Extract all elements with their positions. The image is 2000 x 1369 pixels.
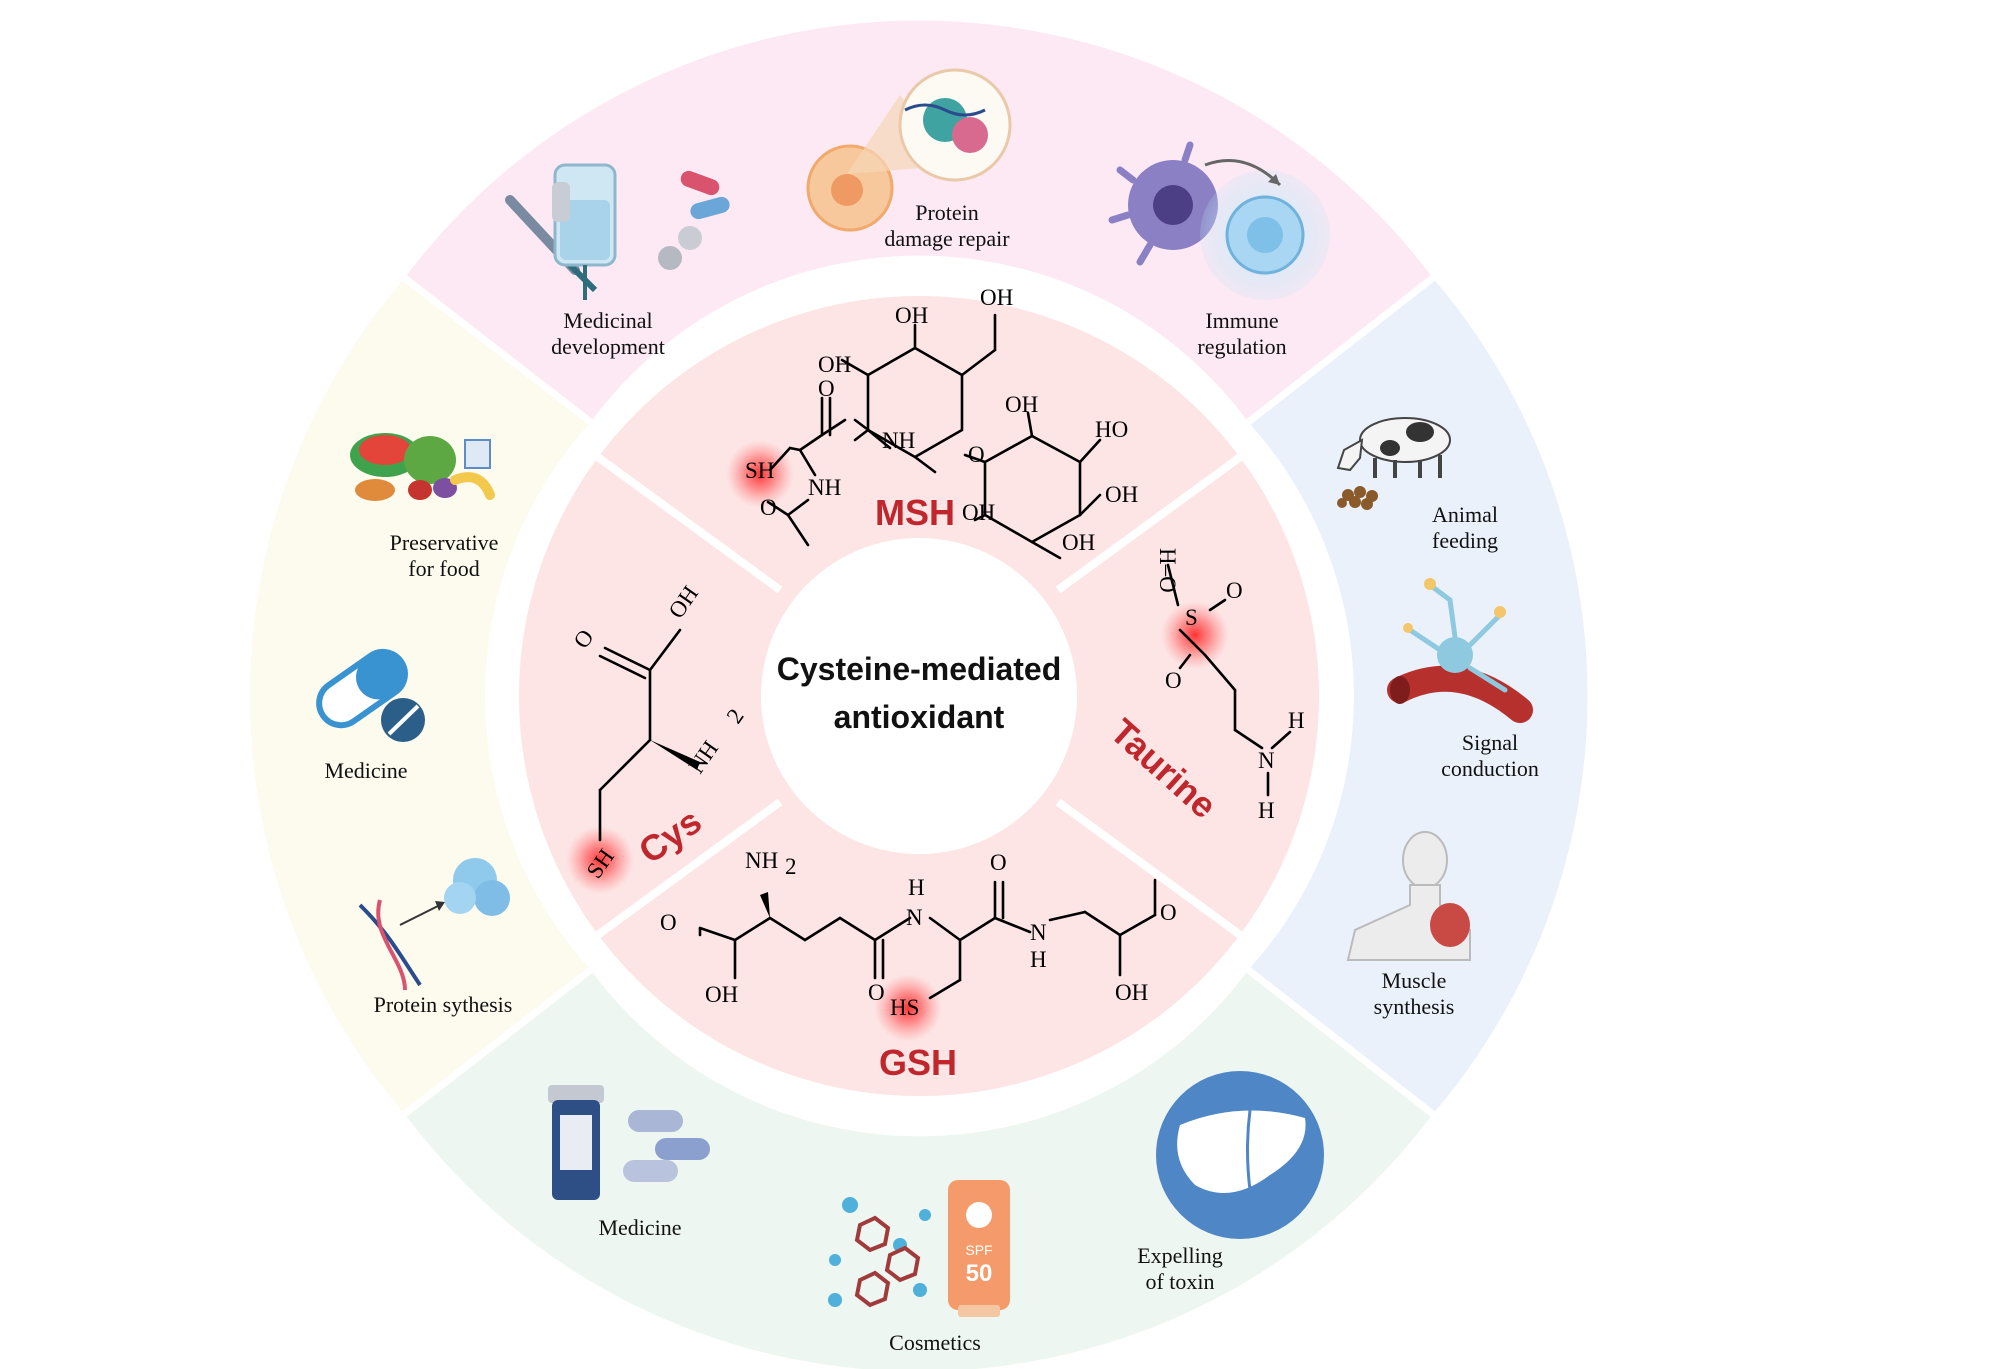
label-protein-damage-repair-1: Protein (915, 200, 979, 225)
msh-oh-4: OH (1005, 392, 1038, 417)
msh-ho: HO (1095, 417, 1128, 442)
taurine-h2: H (1258, 798, 1275, 823)
center-title-line1: Cysteine-mediated (777, 651, 1062, 687)
label-medicine-bottom: Medicine (598, 1215, 681, 1240)
dna-to-protein-icon (358, 858, 510, 991)
center-circle (761, 538, 1077, 854)
label-signal-conduction-2: conduction (1441, 756, 1539, 781)
msh-oh-3: OH (818, 352, 851, 377)
label-protein-synthesis: Protein sythesis (374, 992, 513, 1017)
food-pile-icon (350, 433, 495, 501)
liver-icon (1156, 1071, 1324, 1239)
msh-oh-6: OH (1062, 530, 1095, 555)
label-cosmetics: Cosmetics (889, 1330, 981, 1355)
label-signal-conduction-1: Signal (1462, 730, 1518, 755)
gsh-o2: O (868, 980, 885, 1005)
syringe-iv-bag-pills-icon (505, 163, 730, 300)
label-immune-regulation-2: regulation (1197, 334, 1286, 359)
inner-ring (511, 288, 1327, 1104)
msh-oh-5: OH (1105, 482, 1138, 507)
msh-sh: SH (745, 458, 774, 483)
protein-cell-zoom-icon (806, 68, 1012, 232)
gsh-n1: N (906, 905, 923, 930)
label-animal-feeding-1: Animal (1432, 502, 1498, 527)
thiol-highlight-cys (566, 826, 634, 894)
label-preservative-food-2: for food (408, 556, 479, 581)
gsh-h2: H (1030, 947, 1047, 972)
immune-cells-icon (1108, 141, 1330, 300)
gsh-o1: O (660, 910, 677, 935)
label-muscle-synthesis-2: synthesis (1374, 994, 1455, 1019)
thiol-highlight-gsh (874, 974, 942, 1042)
outer-ring (249, 20, 1588, 1369)
taurine-h1: H (1288, 708, 1305, 733)
gsh-nh2: NH (745, 848, 778, 873)
capsule-tablet-icon (316, 648, 425, 742)
pill-bottle-capsules-icon (548, 1085, 710, 1200)
label-medicinal-development-2: development (551, 334, 665, 359)
msh-nh: NH (882, 428, 915, 453)
gsh-nh2-sub: 2 (785, 854, 797, 879)
msh-oh-1: OH (895, 303, 928, 328)
gsh-n2: N (1030, 920, 1047, 945)
spf-label: SPF (965, 1242, 992, 1258)
thiol-highlight (726, 440, 794, 508)
gsh-structure: NH 2 O OH O H N O N H O OH HS GSH (660, 848, 1177, 1083)
neuron-vessel-icon (1387, 578, 1533, 723)
taurine-o1: O (1226, 578, 1243, 603)
sunscreen-molecules-icon: SPF 50 (828, 1180, 1010, 1317)
label-expelling-toxin-1: Expelling (1137, 1243, 1223, 1268)
msh-oh-7: OH (962, 500, 995, 525)
cow-feed-icon (1336, 417, 1451, 510)
msh-o-amide: O (818, 376, 835, 401)
taurine-o2: O (1165, 668, 1182, 693)
label-protein-damage-repair-2: damage repair (884, 226, 1010, 251)
gsh-name: GSH (879, 1042, 957, 1083)
label-preservative-food-1: Preservative (390, 530, 499, 555)
label-medicine-left: Medicine (324, 758, 407, 783)
label-muscle-synthesis-1: Muscle (1382, 968, 1447, 993)
msh-o-acetyl: O (760, 495, 777, 520)
label-immune-regulation-1: Immune (1205, 308, 1278, 333)
label-expelling-toxin-2: of toxin (1145, 1269, 1214, 1294)
gsh-oh2: OH (1115, 980, 1148, 1005)
msh-oh-2: OH (980, 285, 1013, 310)
taurine-s: S (1185, 605, 1198, 630)
center-title-line2: antioxidant (834, 699, 1005, 735)
taurine-n: N (1258, 748, 1275, 773)
spf-value: 50 (966, 1260, 993, 1287)
sector-bottom (404, 969, 1433, 1369)
sulfonyl-highlight (1161, 601, 1229, 669)
gsh-hs: HS (890, 995, 919, 1020)
gsh-oh1: OH (705, 982, 738, 1007)
msh-o-link: O (968, 442, 985, 467)
gsh-o4: O (1160, 900, 1177, 925)
msh-structure: OH OH OH OH HO OH OH OH O NH O SH NH O M… (726, 285, 1138, 560)
msh-name: MSH (875, 492, 955, 533)
gsh-h1: H (908, 875, 925, 900)
gsh-o3: O (990, 850, 1007, 875)
label-animal-feeding-2: feeding (1432, 528, 1498, 553)
taurine-h-o: H–O (1155, 548, 1180, 593)
msh-nh-2: NH (808, 475, 841, 500)
human-shoulder-muscle-icon (1346, 831, 1471, 961)
sector-top (404, 20, 1433, 423)
label-medicinal-development-1: Medicinal (563, 308, 652, 333)
